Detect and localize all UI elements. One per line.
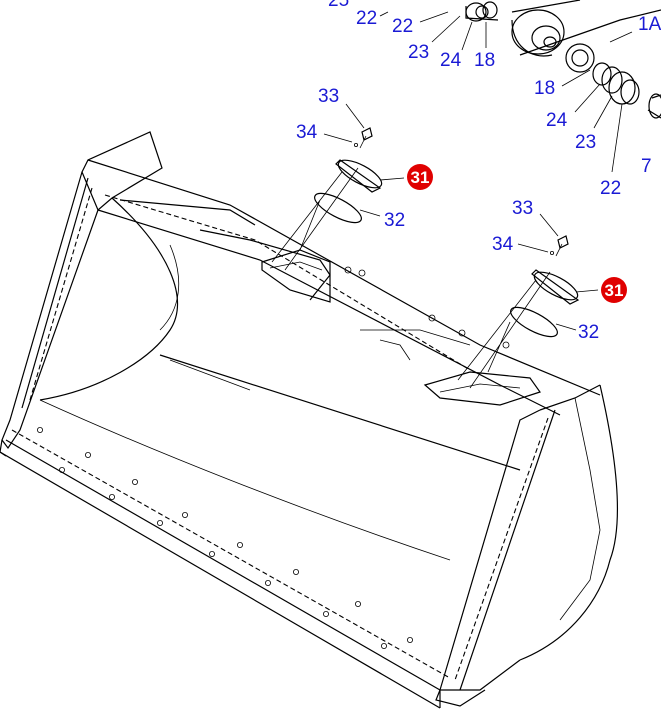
callout-33: 33 [512, 198, 533, 219]
callout-24: 24 [546, 110, 568, 131]
callout-22: 22 [600, 178, 621, 199]
wear-plate-group-left [271, 127, 383, 271]
leader-lines [323, 11, 633, 331]
highlight-callout-31-right: 31 [601, 277, 627, 303]
callout-31-text: 31 [411, 168, 430, 187]
callout-1a: 1A [638, 14, 661, 35]
callout-34: 34 [492, 234, 514, 255]
highlight-callout-31-left: 31 [407, 164, 433, 190]
callout-32: 32 [384, 210, 405, 231]
callout-22: 22 [356, 8, 377, 29]
callout-31-text: 31 [605, 281, 624, 300]
callout-22: 22 [392, 16, 413, 37]
callout-23: 23 [408, 42, 429, 63]
callout-18: 18 [474, 50, 495, 71]
callout-7: 7 [641, 156, 652, 177]
callout-25: 25 [328, 0, 349, 11]
callout-33: 33 [318, 86, 339, 107]
callout-34: 34 [296, 122, 318, 143]
wear-plate-group-right [457, 235, 580, 389]
callout-24: 24 [440, 50, 462, 71]
callout-18: 18 [534, 78, 555, 99]
callout-labels: 25 22 22 23 24 18 1A 18 24 23 22 7 33 34… [296, 0, 661, 343]
callout-32: 32 [578, 322, 599, 343]
callout-23: 23 [575, 132, 596, 153]
link-pin-assembly [465, 0, 661, 119]
